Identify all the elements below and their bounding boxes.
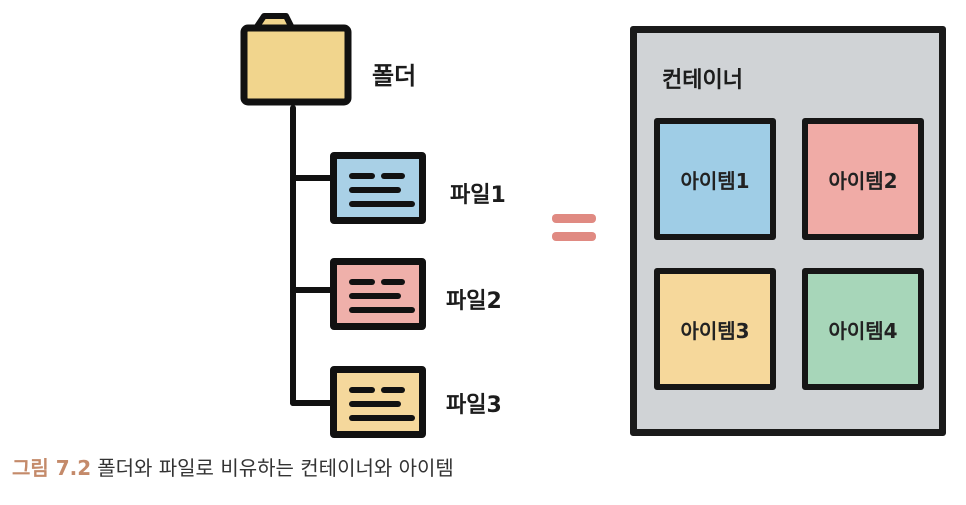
file-icon (330, 152, 426, 224)
equals-sign (552, 214, 596, 241)
item-4: 아이템4 (802, 268, 924, 390)
container-title: 컨테이너 (662, 68, 743, 93)
item-3: 아이템3 (654, 268, 776, 390)
caption-text: 폴더와 파일로 비유하는 컨테이너와 아이템 (97, 456, 454, 480)
item-label: 아이템2 (828, 168, 898, 193)
figure-number: 그림 7.2 (12, 456, 92, 480)
item-1: 아이템1 (654, 118, 776, 240)
item-label: 아이템1 (680, 168, 750, 193)
file-label-1: 파일1 (450, 183, 506, 208)
folder-label: 폴더 (372, 62, 417, 90)
item-label: 아이템3 (680, 318, 750, 343)
file-icon (330, 258, 426, 330)
folder-icon (240, 13, 352, 106)
file-label-3: 파일3 (446, 393, 502, 418)
item-label: 아이템4 (828, 318, 898, 343)
item-2: 아이템2 (802, 118, 924, 240)
file-icon (330, 366, 426, 438)
file-label-2: 파일2 (446, 289, 502, 314)
